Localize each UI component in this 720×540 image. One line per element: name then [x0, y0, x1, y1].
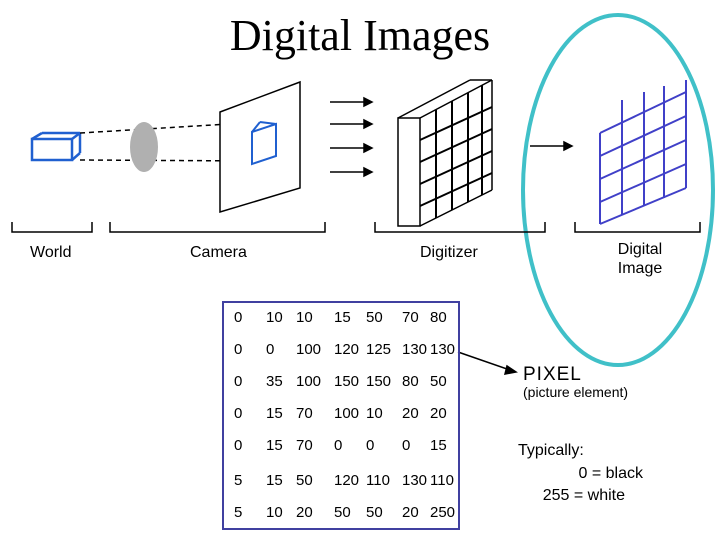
pixel-value-cell: 0	[334, 437, 343, 454]
digital-image-grid	[599, 80, 687, 225]
pixel-value-cell: 0	[234, 405, 243, 422]
pixel-value-cell: 50	[296, 472, 313, 489]
arrow-to-digital-image	[530, 140, 574, 152]
label-digital-image: Digital Image	[600, 240, 680, 278]
page-title: Digital Images	[229, 11, 491, 60]
pixel-value-cell: 120	[334, 472, 360, 489]
pixel-value-cell: 15	[430, 437, 447, 454]
world-cube	[30, 131, 82, 162]
typically-black: 0 = black	[578, 465, 643, 482]
pixel-value-cell: 5	[234, 504, 243, 521]
label-camera: Camera	[190, 244, 247, 261]
pixel-value-cell: 50	[430, 373, 447, 390]
pixel-value-cell: 50	[366, 309, 383, 326]
pixel-value-cell: 120	[334, 341, 360, 358]
pixel-value-cell: 110	[430, 472, 454, 489]
pixel-value-cell: 130	[402, 472, 428, 489]
label-digital-line1: Digital	[617, 241, 663, 258]
pixel-value-cell: 50	[366, 504, 383, 521]
pixel-value-cell: 0	[366, 437, 375, 454]
pixel-value-cell: 20	[402, 405, 419, 422]
pixel-value-cell: 10	[266, 504, 283, 521]
label-digital-line2: Image	[617, 260, 663, 277]
pixel-value-cell: 15	[266, 437, 283, 454]
pixel-value-cell: 125	[366, 341, 392, 358]
highlight-ellipse	[521, 13, 715, 367]
pixel-value-cell: 80	[402, 373, 419, 390]
label-world: World	[30, 244, 72, 261]
pixel-value-cell: 0	[234, 373, 243, 390]
image-plane	[219, 80, 301, 214]
pixel-value-cell: 0	[234, 341, 243, 358]
pixel-value-cell: 0	[234, 309, 243, 326]
image-plane-object	[251, 121, 277, 166]
typically-heading: Typically:	[518, 442, 584, 459]
pixel-value-cell: 20	[402, 504, 419, 521]
pixel-value-cell: 150	[334, 373, 360, 390]
pixel-value-cell: 15	[266, 472, 283, 489]
pixel-sublabel: (picture element)	[523, 384, 629, 400]
pixel-value-cell: 20	[296, 504, 313, 521]
pixel-value-cell: 0	[402, 437, 411, 454]
pixel-value-cell: 130	[430, 341, 456, 358]
pixel-arrow	[457, 351, 518, 375]
pixel-value-cell: 130	[402, 341, 428, 358]
typically-white: 255 = white	[542, 487, 625, 504]
camera-rays	[79, 121, 263, 162]
arrows-to-digitizer	[330, 96, 374, 178]
pixel-value-cell: 10	[296, 309, 313, 326]
pixel-value-cell: 50	[334, 504, 351, 521]
pixel-value-cell: 100	[296, 373, 322, 390]
pixel-value-cell: 0	[266, 341, 275, 358]
pixel-value-cell: 0	[234, 437, 243, 454]
lens-shape	[130, 122, 158, 172]
stage-brackets	[11, 222, 701, 233]
pixel-value-cell: 150	[366, 373, 392, 390]
pixel-value-cell: 250	[430, 504, 456, 521]
label-digitizer: Digitizer	[420, 244, 478, 261]
pixel-value-cell: 100	[334, 405, 360, 422]
pixel-value-cell: 70	[296, 405, 313, 422]
pixel-value-cell: 10	[266, 309, 283, 326]
pixel-value-cell: 70	[296, 437, 313, 454]
pixel-value-cell: 15	[266, 405, 283, 422]
digitizer-device	[397, 79, 493, 227]
pixel-value-cell: 35	[266, 373, 283, 390]
pixel-value-cell: 70	[402, 309, 419, 326]
pixel-value-cell: 20	[430, 405, 447, 422]
pixel-value-cell: 15	[334, 309, 351, 326]
pixel-label: PIXEL	[523, 364, 582, 385]
pixel-value-cell: 110	[366, 472, 390, 489]
pixel-value-cell: 5	[234, 472, 243, 489]
pixel-value-cell: 10	[366, 405, 383, 422]
pixel-value-cell: 100	[296, 341, 322, 358]
pixel-value-cell: 80	[430, 309, 447, 326]
